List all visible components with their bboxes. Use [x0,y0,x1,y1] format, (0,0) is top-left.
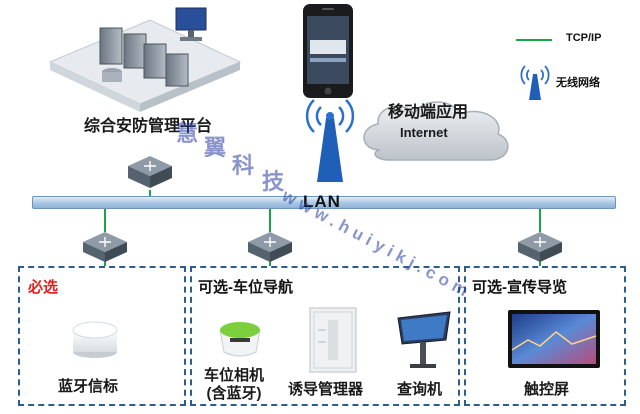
switch-icon-platform [128,156,172,188]
platform-label: 综合安防管理平台 [84,118,213,135]
parking-camera-label-line2: (含蓝牙) [206,385,262,402]
section-parking-title: 可选-车位导航 [198,279,293,296]
guidance-manager-label: 诱导管理器 [288,381,364,398]
mobile-phone-icon [303,4,353,98]
mobile-app-label: 移动端应用 [388,104,469,121]
main-antenna-icon [305,99,355,182]
section-required: 必选 蓝牙信标 [18,266,186,406]
watermark-char-4: 技 [262,169,285,194]
server-room-icon [48,7,242,112]
bluetooth-beacon-label: 蓝牙信标 [58,378,119,395]
internet-cloud-icon [363,101,509,161]
parking-camera-icon [219,322,261,357]
lan-label: LAN [303,192,341,211]
parking-camera-label: 车位相机 (含蓝牙) [204,367,264,403]
lan-bus [32,196,616,209]
switch-icon-parking [248,232,292,262]
parking-camera-label-line1: 车位相机 [204,367,265,384]
kiosk-icon [397,311,451,368]
bluetooth-beacon-icon [72,321,118,358]
section-promo: 可选-宣传导览 触控屏 [464,266,626,406]
watermark-char-2: 翼 [204,135,227,160]
legend-antenna-icon [520,65,550,100]
switch-icon-promo [518,232,562,262]
internet-label: Internet [400,125,448,140]
watermark-char-1: 慧 [176,121,199,146]
legend-tcpip-label: TCP/IP [566,32,602,44]
section-required-title: 必选 [28,279,59,296]
section-promo-title: 可选-宣传导览 [472,279,567,296]
watermark-char-3: 科 [232,153,255,178]
guidance-cabinet-icon [309,307,357,373]
switch-icon-required [83,232,127,262]
touch-screen-icon [508,310,600,368]
kiosk-label: 查询机 [397,381,443,398]
legend-wifi-label: 无线网络 [556,77,600,89]
section-parking: 可选-车位导航 车位相机 (含蓝牙) 诱导管理器 查询机 [190,266,460,406]
touch-screen-label: 触控屏 [524,381,570,398]
